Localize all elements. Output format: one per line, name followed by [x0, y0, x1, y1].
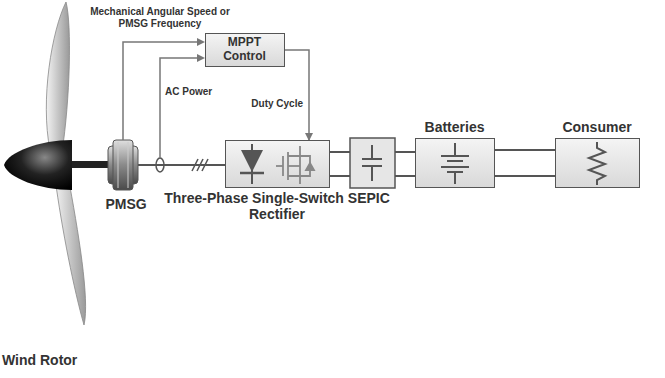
connector: [330, 152, 415, 176]
pmsg-flange: [113, 140, 133, 190]
connector: [495, 150, 555, 176]
rotor-shaft: [66, 161, 112, 168]
connector: [285, 50, 309, 140]
process-box: Batteries: [415, 138, 495, 188]
capacitor-symbol: [362, 145, 382, 181]
box-label: Consumer: [542, 119, 652, 135]
part-label: Wind Rotor: [2, 352, 102, 369]
process-box: MPPT Control: [205, 33, 285, 67]
three-phase-cable: [138, 164, 225, 166]
power-wire: [160, 58, 199, 158]
process-box: Consumer: [555, 138, 640, 188]
sensor-ring: [156, 158, 164, 172]
box-label: Three-Phase Single-Switch SEPIC Rectifie…: [142, 190, 412, 222]
capacitor-box: [350, 138, 395, 188]
rotor-nose: [4, 140, 72, 190]
edge-label: Duty Cycle: [251, 98, 303, 109]
part-label: AC Power: [165, 86, 225, 98]
part-label: PMSG: [96, 196, 156, 213]
box-label: MPPT Control: [208, 36, 282, 64]
box-label: Batteries: [400, 119, 510, 135]
process-box: Three-Phase Single-Switch SEPIC Rectifie…: [225, 140, 330, 188]
part-label: Mechanical Angular Speed or PMSG Frequen…: [80, 6, 240, 30]
rotor-blade: [46, 2, 69, 152]
rotor-blade: [55, 176, 86, 325]
